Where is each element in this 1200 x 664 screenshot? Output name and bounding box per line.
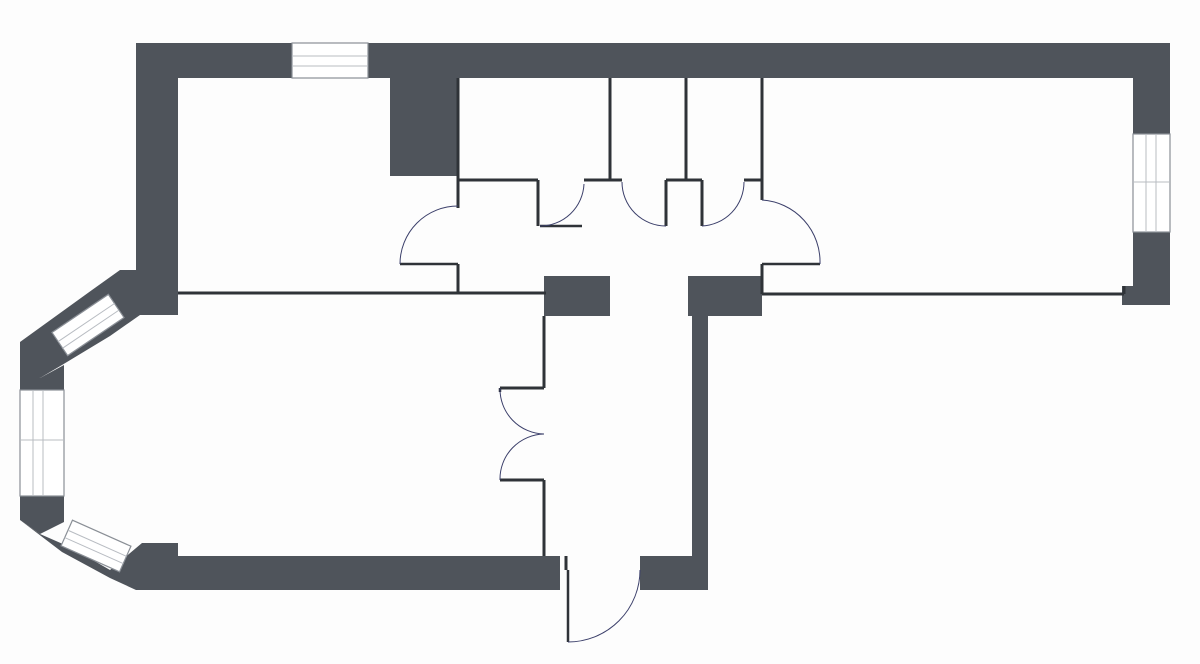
door-living-double: [498, 387, 545, 481]
door-entrance: [566, 569, 641, 643]
hall-column-right: [688, 276, 762, 316]
window-right-room: [1132, 133, 1171, 233]
bay-wall-left-lower: [20, 496, 64, 534]
hall-column-left: [544, 276, 610, 316]
corridor-wall-right: [692, 305, 708, 590]
exterior-wall-right-room-bottom: [1122, 286, 1170, 305]
door-closet-2: [621, 181, 667, 227]
window-top-bedroom: [291, 42, 369, 79]
door-closet-3: [701, 181, 745, 227]
door-closet-1: [539, 183, 585, 228]
shaft-column: [390, 60, 458, 176]
bay-wall-lower: [20, 520, 560, 590]
exterior-wall-top: [136, 43, 1170, 78]
bay-wall-left-upper: [20, 342, 64, 390]
window-bay-upper: [51, 293, 125, 357]
door-bedroom: [399, 205, 459, 266]
door-right-room: [761, 199, 821, 266]
exterior-wall-left-upper: [136, 43, 178, 315]
window-bay-left: [19, 389, 65, 497]
window-bay-lower: [60, 519, 132, 573]
